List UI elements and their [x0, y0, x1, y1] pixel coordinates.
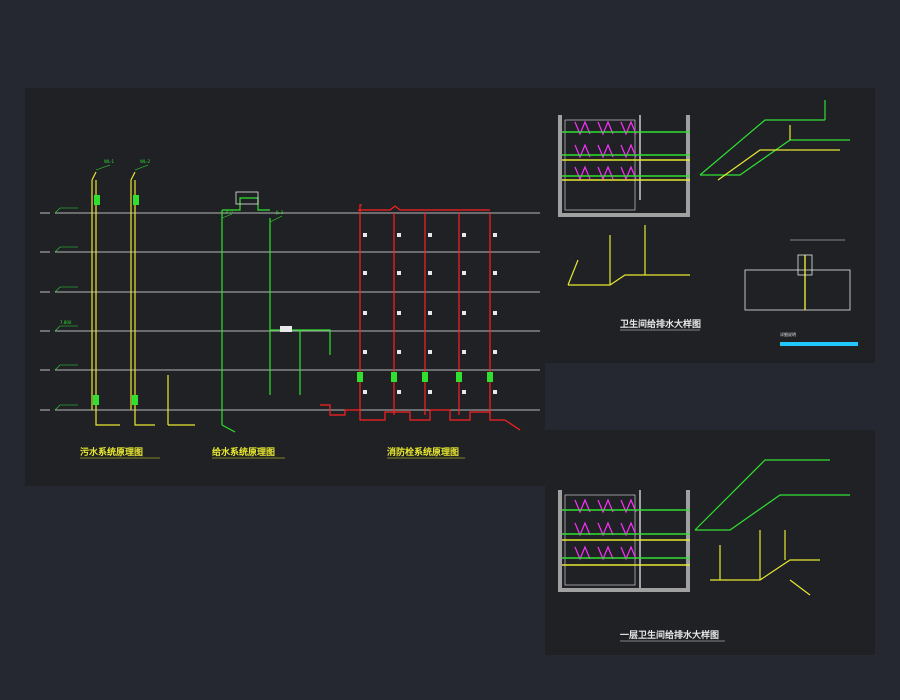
drain-tag-1: WL-1: [104, 159, 115, 164]
fixture-symbol: [597, 498, 614, 514]
hydrant-cabinet: [363, 390, 367, 394]
hydrant-cabinet: [428, 233, 432, 237]
hydrant-cabinet: [397, 271, 401, 275]
fixture-symbol: [574, 120, 591, 136]
fire-valve: [357, 372, 363, 382]
drainage-risers: [91, 171, 195, 426]
toilet-ground-panel: [545, 430, 875, 655]
fixture-symbol: [574, 498, 591, 514]
hydrant-cabinet: [462, 311, 466, 315]
hydrant-cabinet: [462, 350, 466, 354]
fixture-symbol: [597, 165, 614, 181]
hydrant-cabinet: [493, 311, 497, 315]
toilet-upper-isometric: [699, 100, 850, 181]
level-marker: [54, 286, 78, 293]
hydrant-cabinet: [428, 390, 432, 394]
hydrant-cabinet: [493, 390, 497, 394]
caption-toilet-ground: 一层卫生间给排水大样图: [620, 629, 719, 641]
supply-tag-2: JL-2: [275, 210, 284, 215]
hydrant-cabinet: [462, 271, 466, 275]
supply-riser-tags: JL-1 JL-2: [221, 209, 284, 223]
hydrant-cabinet: [363, 233, 367, 237]
fire-valve: [391, 372, 397, 382]
fixture-symbol: [597, 521, 614, 537]
fixture-symbol: [574, 143, 591, 159]
drain-tag-2: WL-2: [140, 159, 151, 164]
hydrant-cabinet: [493, 350, 497, 354]
hydrant-cabinet: [363, 350, 367, 354]
fire-risers: [320, 204, 521, 431]
fire-valve: [456, 372, 462, 382]
hydrant-cabinet: [397, 311, 401, 315]
level-marker: [54, 404, 78, 411]
hydrant-cabinet: [493, 233, 497, 237]
detail-note: 详细说明: [780, 331, 796, 337]
hydrant-cabinet: [363, 311, 367, 315]
fixture-symbol: [597, 120, 614, 136]
fire-valve: [422, 372, 428, 382]
hydrant-cabinet: [397, 350, 401, 354]
level-marker: [54, 207, 78, 214]
floor-level-markers: 7.800: [40, 207, 78, 411]
hydrant-cabinet: [428, 350, 432, 354]
caption-supply: 给水系统原理图: [212, 446, 275, 458]
fixture-symbol: [620, 521, 637, 537]
detail-box: 详细说明: [744, 239, 858, 346]
fixture-symbol: [574, 165, 591, 181]
fixture-symbol: [597, 545, 614, 561]
drainage-riser-tags: WL-1 WL-2: [95, 159, 151, 171]
fixture-symbol: [620, 545, 637, 561]
hydrant-cabinet: [462, 390, 466, 394]
fixture-symbol: [574, 545, 591, 561]
hydrant-cabinet: [363, 271, 367, 275]
fixture-symbol: [620, 143, 637, 159]
level-marker: [54, 325, 78, 332]
supply-risers: [221, 191, 331, 433]
level-marker: [54, 246, 78, 253]
hydrant-cabinet: [397, 233, 401, 237]
schematic-panel: [25, 88, 545, 486]
floor-level-label: 7.800: [60, 320, 72, 325]
hydrant-cabinet: [428, 271, 432, 275]
fixture-symbol: [620, 120, 637, 136]
toilet-upper-drain-isometric: [567, 225, 690, 286]
caption-toilet-upper: 卫生间给排水大样图: [620, 318, 701, 330]
toilet-upper-panel: [545, 88, 875, 363]
hydrant-cabinet: [397, 390, 401, 394]
fire-valve: [487, 372, 493, 382]
toilet-ground-plan: [558, 490, 690, 592]
hydrant-cabinet: [493, 271, 497, 275]
hydrant-cabinet: [428, 311, 432, 315]
fixture-symbol: [574, 521, 591, 537]
supply-tag-1: JL-1: [225, 209, 234, 214]
fixture-symbol: [620, 498, 637, 514]
fixture-symbol: [620, 165, 637, 181]
fixture-symbol: [597, 143, 614, 159]
caption-drainage: 污水系统原理图: [80, 446, 143, 458]
toilet-upper-plan: [558, 115, 690, 217]
caption-fire: 消防栓系统原理图: [387, 446, 459, 458]
toilet-ground-isometric: [694, 459, 850, 596]
hydrant-cabinet: [462, 233, 466, 237]
level-marker: [54, 364, 78, 371]
